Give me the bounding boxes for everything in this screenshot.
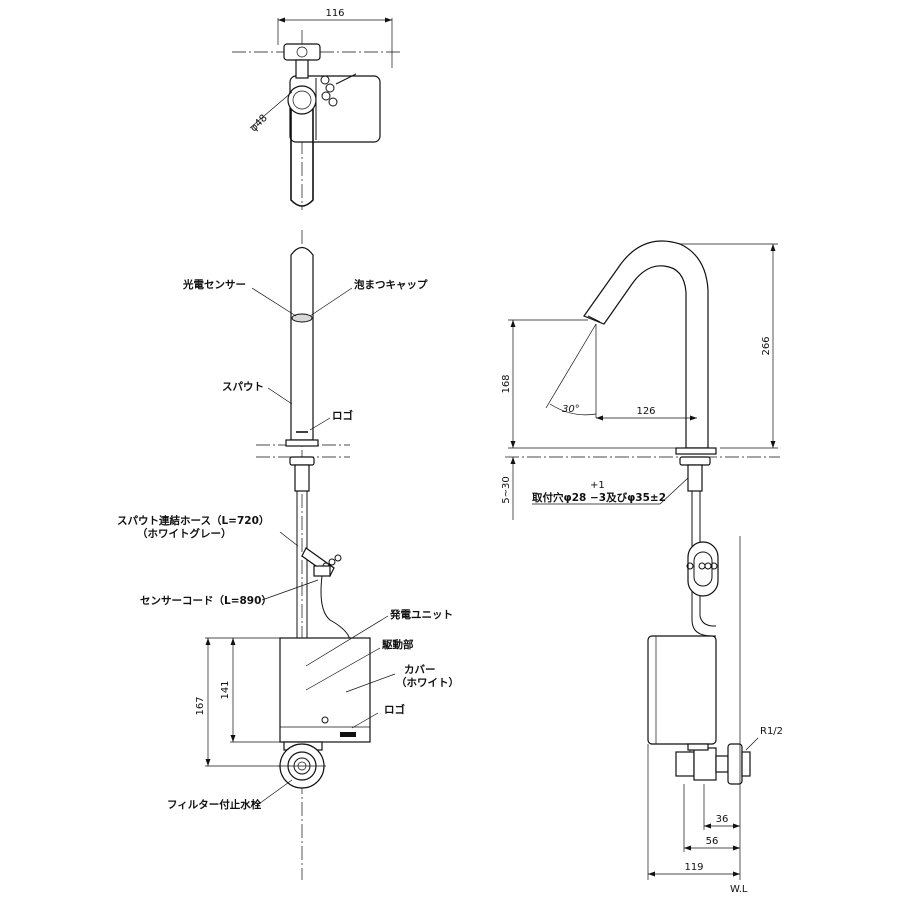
dim-unit-height-141: 141 <box>220 680 231 699</box>
front-filter-valve <box>278 741 326 789</box>
label-logo-upper: ロゴ <box>332 409 353 422</box>
front-spout <box>290 246 314 441</box>
front-photo-sensor <box>291 313 313 323</box>
label-sensor-cord: センサーコード（L=890） <box>140 594 272 607</box>
front-hose-clip <box>301 547 342 577</box>
dim-spout-height-266: 266 <box>761 336 772 355</box>
dim-spray-angle: 30° <box>562 404 580 415</box>
label-wall-line: W.L <box>730 884 748 895</box>
label-cover: カバー <box>404 664 436 676</box>
label-spout: スパウト <box>222 381 264 393</box>
dim-diameter-48: φ48 <box>248 113 269 134</box>
dim-hole-spec: 取付穴φ28 −3及びφ35±2 <box>532 491 666 504</box>
side-filter-valve <box>675 743 751 785</box>
dim-reach-126: 126 <box>636 406 655 417</box>
label-photo-sensor: 光電センサー <box>182 278 246 291</box>
label-logo-lower: ロゴ <box>384 703 405 716</box>
front-view: 167 141 光電センサー 泡まつキャップ スパウト ロゴ スパウト連結ホース… <box>117 230 459 880</box>
dim-119: 119 <box>684 862 703 873</box>
dim-36: 36 <box>716 814 729 825</box>
side-hose-clip <box>686 541 719 597</box>
label-cover-color: （ホワイト） <box>396 676 459 689</box>
dim-thread-r12: R1/2 <box>760 726 783 737</box>
top-view: 116 φ48 <box>232 8 400 210</box>
label-aerator-cap: 泡まつキャップ <box>354 278 428 291</box>
dim-width-116: 116 <box>325 8 344 19</box>
dim-total-height-167: 167 <box>195 696 206 715</box>
dim-hole-tolerance: +1 <box>590 480 605 491</box>
side-generator-unit <box>647 635 717 745</box>
label-filter-valve: フィルター付止水栓 <box>167 798 262 811</box>
label-generator-unit: 発電ユニット <box>389 608 453 621</box>
side-view: 266 168 30° 126 5~30 +1 取付穴φ28 −3及びφ35±2… <box>501 240 783 895</box>
top-view-coil <box>320 73 357 107</box>
label-drive-unit: 駆動部 <box>382 638 414 651</box>
dim-56: 56 <box>706 836 719 847</box>
dim-counter-thickness: 5~30 <box>501 476 512 503</box>
label-hose-color: （ホワイトグレー） <box>137 527 232 540</box>
front-generator-unit <box>279 637 371 743</box>
label-hose: スパウト連結ホース（L=720） <box>117 514 269 527</box>
dim-outlet-height-168: 168 <box>501 374 512 393</box>
